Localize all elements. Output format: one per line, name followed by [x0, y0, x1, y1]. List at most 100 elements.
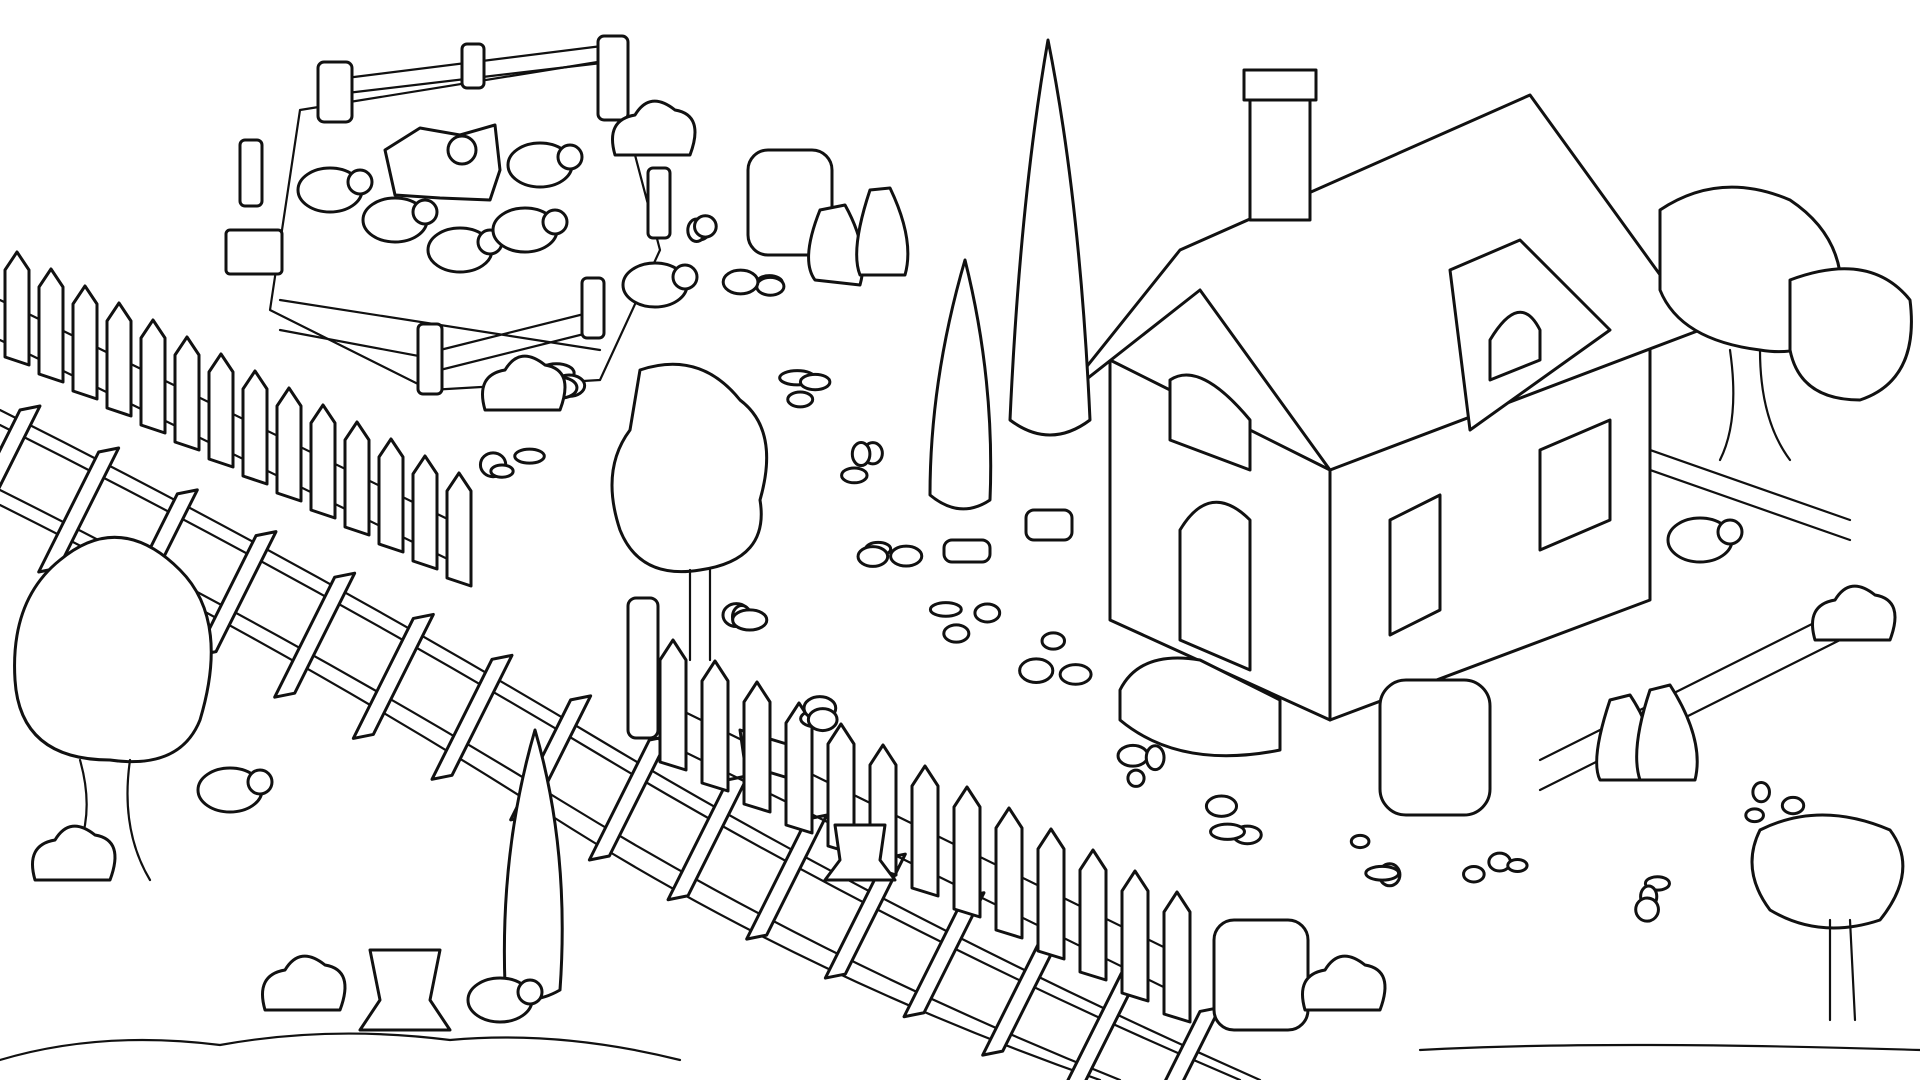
barrel	[746, 148, 834, 257]
tree-trunk	[1718, 348, 1792, 462]
path-stone	[1364, 864, 1401, 882]
path-stone	[513, 447, 546, 465]
path-stone	[1040, 631, 1067, 651]
bush	[1811, 584, 1897, 642]
fence-picket	[241, 369, 269, 486]
fence-picket	[377, 437, 405, 554]
fence-post	[316, 60, 354, 124]
rail-sleeper	[823, 852, 907, 980]
fence-picket	[1036, 827, 1066, 961]
grain-sack	[807, 203, 865, 287]
fence-picket	[207, 352, 235, 469]
path-stone	[786, 390, 815, 409]
front-steps	[1118, 656, 1282, 758]
sheep-head	[246, 768, 274, 796]
path-stone	[1744, 807, 1765, 824]
fence-picket	[445, 471, 473, 588]
fence-picket	[173, 335, 201, 452]
fence-picket	[826, 722, 856, 856]
leafy-tree	[610, 362, 769, 574]
sheep-head	[671, 263, 699, 291]
rail-sleeper	[0, 404, 42, 490]
fence-picket	[275, 386, 303, 503]
fence-picket	[139, 318, 167, 435]
flower-tree	[1750, 813, 1905, 930]
swirl-bush-tree	[13, 535, 213, 764]
path-stone	[1209, 822, 1246, 841]
path-stone	[1018, 657, 1055, 684]
barrels	[358, 148, 1699, 1032]
fence-picket	[784, 701, 814, 835]
path-stone	[1349, 833, 1371, 850]
barrel	[1212, 918, 1310, 1032]
flower-icon	[446, 134, 478, 166]
path-stone	[755, 275, 786, 297]
fence-post	[460, 42, 486, 90]
cypress-tree	[1008, 38, 1092, 437]
tree-trunk	[688, 568, 712, 662]
house-window	[1168, 373, 1252, 472]
fence-post	[626, 596, 660, 740]
path-stone	[731, 608, 769, 632]
fence-picket	[343, 420, 371, 537]
bush	[1301, 954, 1387, 1012]
fence-picket	[1078, 848, 1108, 982]
grain-sack	[855, 186, 910, 277]
fence-post	[596, 34, 630, 122]
path-stone	[1126, 768, 1146, 788]
tree-stump	[823, 823, 897, 882]
picket-fence-middle	[626, 596, 1192, 1024]
bush	[611, 99, 697, 157]
cottage	[1058, 68, 1702, 758]
path-stone	[721, 268, 760, 296]
bush	[31, 824, 117, 882]
path-stone	[942, 623, 971, 644]
path-stone	[1144, 744, 1166, 772]
feeder-box	[224, 228, 284, 276]
rail-sleeper	[666, 774, 750, 902]
rail-sleeper	[430, 653, 514, 781]
path-stone	[693, 214, 718, 239]
fence-post	[416, 322, 444, 396]
path-stone	[1058, 663, 1093, 686]
bush	[261, 954, 347, 1012]
path-stone	[889, 544, 924, 568]
path-stone	[973, 602, 1002, 624]
house-door	[1178, 500, 1252, 672]
path-stone	[928, 601, 963, 618]
yard-fence-right	[1538, 448, 1852, 792]
grain-sack	[1635, 683, 1699, 782]
path-stone	[840, 466, 869, 485]
fence-picket	[742, 680, 772, 814]
fence-picket	[105, 301, 133, 418]
bush	[481, 354, 567, 412]
fence-post	[646, 166, 672, 240]
house-window	[1538, 418, 1612, 552]
fence-picket	[910, 764, 940, 898]
picket-fence-left	[0, 250, 473, 588]
path-stone	[798, 372, 832, 392]
cypress-tree	[928, 258, 993, 511]
trees	[13, 38, 1913, 1022]
path-stone	[850, 440, 872, 468]
fence-post	[580, 276, 606, 340]
path-stone	[489, 463, 515, 479]
ground-hills	[0, 1032, 1920, 1062]
sheep-head	[411, 198, 439, 226]
path-stone	[1751, 781, 1771, 804]
path-stone	[1634, 896, 1660, 923]
fence-picket	[3, 250, 31, 367]
path-stone	[1506, 857, 1529, 873]
fence-picket	[37, 267, 65, 384]
rail-sleeper	[194, 530, 278, 658]
sheep-head	[556, 143, 584, 171]
fence-picket	[994, 806, 1024, 940]
attic-window	[1488, 310, 1542, 382]
tree-trunk	[1828, 918, 1857, 1022]
flower-tree	[1788, 267, 1913, 402]
path-stone	[1116, 743, 1150, 768]
flower-sign	[383, 123, 502, 202]
rail-sleeper	[273, 571, 357, 699]
fence-picket	[71, 284, 99, 401]
fence-picket	[309, 403, 337, 520]
